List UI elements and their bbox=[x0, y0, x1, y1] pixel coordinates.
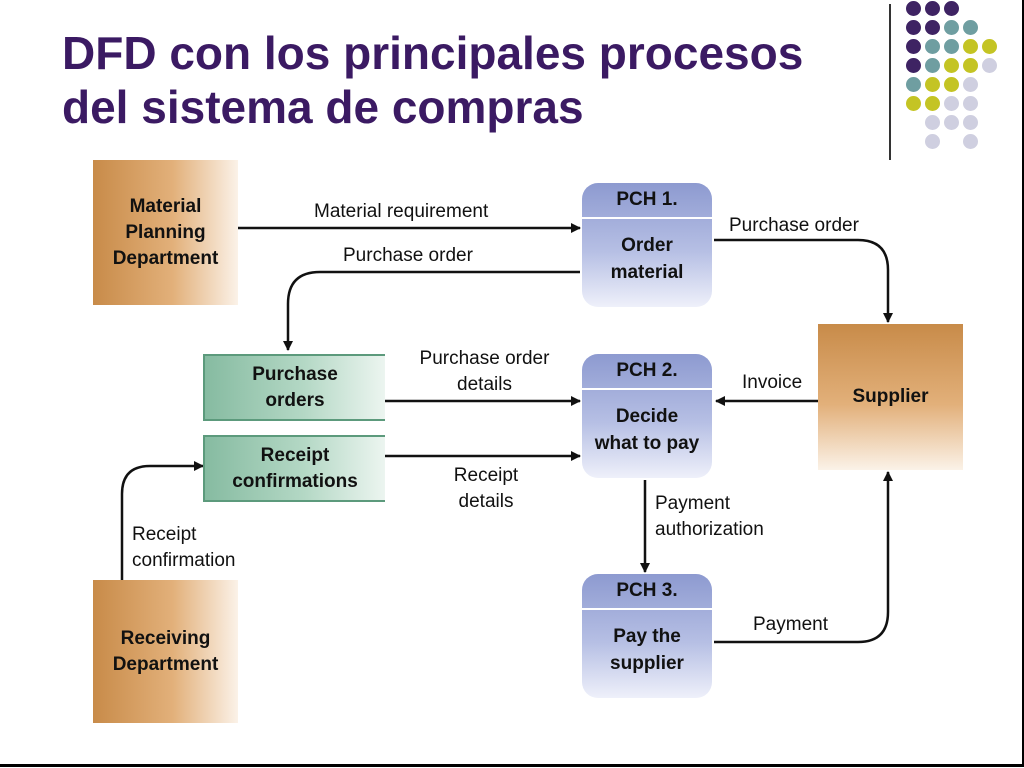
process-name-line: supplier bbox=[610, 653, 684, 674]
process-pch3: PCH 3. Pay the supplier bbox=[582, 574, 712, 698]
entity-label-line: Department bbox=[112, 653, 219, 675]
process-name: Pay the supplier bbox=[582, 610, 712, 690]
decorative-dot bbox=[963, 77, 978, 92]
decorative-dot bbox=[944, 58, 959, 73]
store-label-line: confirmations bbox=[232, 470, 358, 492]
decorative-dot bbox=[906, 77, 921, 92]
entity-receiving-department: Receiving Department bbox=[93, 580, 238, 723]
title-line-1: DFD con los principales procesos bbox=[62, 27, 804, 79]
store-label-line: Purchase bbox=[252, 363, 338, 385]
entity-label-line: Planning bbox=[125, 221, 206, 243]
flow-label-line: Invoice bbox=[742, 372, 803, 393]
process-id: PCH 2. bbox=[582, 354, 712, 390]
flow-label-invoice: Invoice bbox=[742, 370, 802, 396]
decorative-dot bbox=[925, 134, 940, 149]
flow-label-line: Receipt bbox=[132, 524, 197, 545]
flow-label-material-requirement: Material requirement bbox=[314, 199, 488, 225]
flow-label-purchase-order-to-supplier: Purchase order bbox=[729, 213, 859, 239]
decorative-dot bbox=[925, 20, 940, 35]
decorative-dot bbox=[963, 20, 978, 35]
decorative-dot bbox=[944, 96, 959, 111]
decorative-dot bbox=[944, 39, 959, 54]
process-name: Decide what to pay bbox=[582, 390, 712, 470]
flow-label-line: Purchase order bbox=[419, 348, 550, 369]
process-name-line: Pay the bbox=[613, 626, 681, 647]
process-name-line: material bbox=[610, 262, 684, 283]
process-pch2: PCH 2. Decide what to pay bbox=[582, 354, 712, 478]
decorative-dot bbox=[963, 96, 978, 111]
decorative-dot bbox=[925, 77, 940, 92]
decorative-dot bbox=[963, 134, 978, 149]
title-line-2: del sistema de compras bbox=[62, 81, 584, 133]
process-pch1: PCH 1. Order material bbox=[582, 183, 712, 307]
decorative-dot bbox=[906, 58, 921, 73]
decorative-divider bbox=[889, 4, 891, 160]
decorative-dot bbox=[925, 1, 940, 16]
decorative-dot bbox=[944, 20, 959, 35]
entity-label-line: Material bbox=[129, 195, 202, 217]
entity-label-line: Receiving bbox=[120, 627, 211, 649]
process-name: Order material bbox=[582, 219, 712, 299]
flow-label-line: Purchase order bbox=[729, 215, 859, 236]
decorative-dot bbox=[906, 1, 921, 16]
flow-label-payment: Payment bbox=[753, 612, 828, 638]
flow-label-receipt-details: Receipt details bbox=[436, 463, 536, 515]
decorative-dot bbox=[963, 39, 978, 54]
process-name-line: Decide bbox=[615, 406, 679, 427]
decorative-dot bbox=[925, 96, 940, 111]
flow-purchase-order-to-store-line bbox=[283, 270, 580, 351]
flow-label-payment-authorization: Payment authorization bbox=[655, 491, 764, 543]
decorative-dot bbox=[906, 20, 921, 35]
decorative-dot bbox=[963, 115, 978, 130]
decorative-dot bbox=[906, 39, 921, 54]
store-label-line: Receipt bbox=[260, 444, 330, 466]
decorative-dot bbox=[944, 1, 959, 16]
entity-label-line: Department bbox=[112, 247, 219, 269]
flow-receipt-confirmation-line bbox=[120, 461, 204, 580]
decorative-dot bbox=[944, 115, 959, 130]
store-label-line: orders bbox=[265, 389, 325, 411]
slide-title: DFD con los principales procesos del sis… bbox=[62, 26, 882, 134]
decorative-dot bbox=[982, 39, 997, 54]
decorative-dot bbox=[944, 77, 959, 92]
decorative-dot bbox=[925, 58, 940, 73]
flow-label-line: authorization bbox=[655, 519, 764, 540]
decorative-dot bbox=[963, 58, 978, 73]
decorative-dot bbox=[925, 115, 940, 130]
process-name-line: Order bbox=[621, 235, 673, 256]
flow-label-line: details bbox=[458, 491, 514, 512]
process-id: PCH 1. bbox=[582, 183, 712, 219]
entity-label-line: Supplier bbox=[852, 386, 929, 407]
decorative-dot bbox=[982, 58, 997, 73]
entity-supplier: Supplier bbox=[818, 324, 963, 470]
flow-label-line: Payment bbox=[753, 614, 828, 635]
flow-label-purchase-order-to-store: Purchase order bbox=[343, 243, 473, 269]
decorative-dot bbox=[925, 39, 940, 54]
flow-label-line: Payment bbox=[655, 493, 730, 514]
flow-label-line: confirmation bbox=[132, 550, 236, 571]
flow-label-purchase-order-details: Purchase order details bbox=[402, 346, 567, 398]
process-name-line: what to pay bbox=[594, 433, 700, 454]
flow-label-line: Purchase order bbox=[343, 245, 473, 266]
flow-purchase-order-to-supplier-line bbox=[714, 238, 893, 323]
flow-label-receipt-confirmation: Receipt confirmation bbox=[132, 522, 236, 574]
decorative-dot bbox=[906, 96, 921, 111]
flow-label-line: Receipt bbox=[453, 465, 519, 486]
entity-material-planning-department: Material Planning Department bbox=[93, 160, 238, 305]
flow-label-line: details bbox=[457, 374, 512, 395]
process-id: PCH 3. bbox=[582, 574, 712, 610]
data-store-purchase-orders: Purchase orders bbox=[203, 354, 385, 421]
flow-label-line: Material requirement bbox=[314, 201, 489, 222]
flow-payment-line bbox=[714, 471, 893, 644]
data-store-receipt-confirmations: Receipt confirmations bbox=[203, 435, 385, 502]
